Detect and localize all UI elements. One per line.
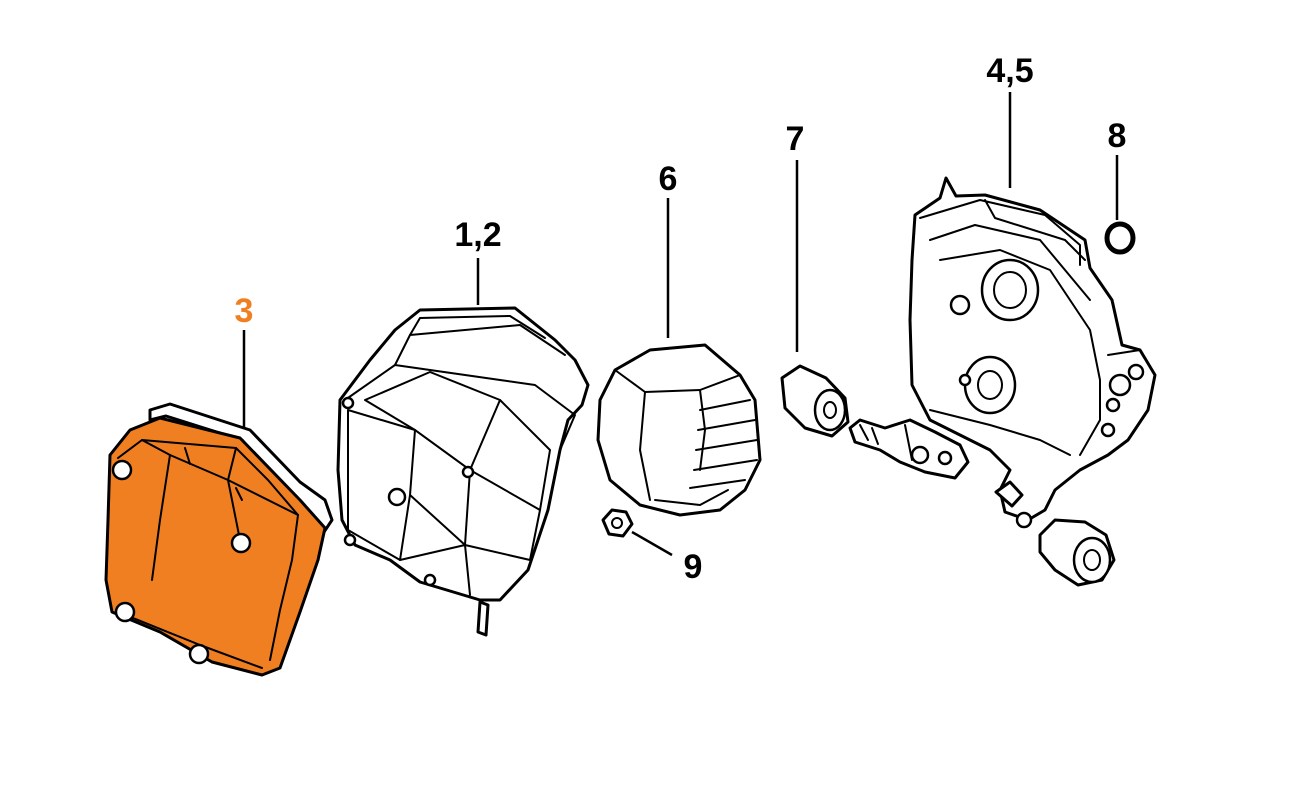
part-air-filter-cover[interactable] [104, 402, 334, 677]
part-o-ring[interactable] [1104, 221, 1136, 255]
callout-1-2[interactable]: 1,2 [454, 216, 501, 254]
callout-6[interactable]: 6 [659, 160, 678, 198]
part-linkage[interactable] [848, 418, 970, 480]
part-grommet-lower[interactable] [1038, 518, 1116, 587]
callout-4-5[interactable]: 4,5 [986, 52, 1033, 90]
callout-9[interactable]: 9 [684, 548, 703, 586]
callout-3[interactable]: 3 [235, 292, 254, 330]
part-rubber-grommet[interactable] [780, 364, 850, 438]
part-nut[interactable] [601, 508, 634, 538]
leader-9 [631, 530, 673, 557]
callout-8[interactable]: 8 [1108, 117, 1127, 155]
part-filter-housing-cover[interactable] [596, 343, 762, 517]
part-air-filter[interactable] [336, 306, 590, 637]
callout-7[interactable]: 7 [786, 120, 805, 158]
part-carburetor-box[interactable] [908, 176, 1157, 529]
